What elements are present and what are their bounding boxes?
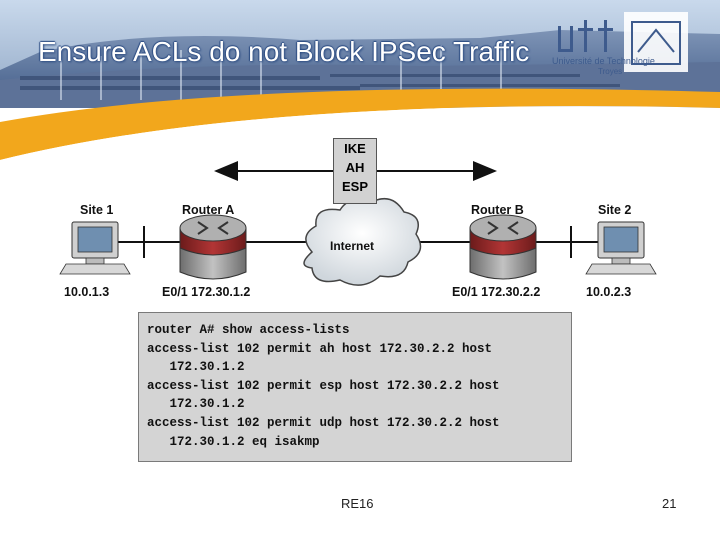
router-a-interface: E0/1 172.30.1.2: [162, 285, 251, 299]
config-line: access-list 102 permit esp host 172.30.2…: [147, 378, 500, 393]
logo-city: Troyes: [598, 67, 623, 76]
utt-logo: [558, 12, 688, 72]
protocol-esp: ESP: [341, 179, 368, 194]
site2-label: Site 2: [598, 203, 632, 217]
protocol-ah: AH: [345, 160, 365, 175]
site1-computer-icon: [59, 221, 131, 275]
config-line: access-list 102 permit udp host 172.30.2…: [147, 415, 500, 430]
router-b-icon: [469, 214, 537, 280]
config-listing: router A# show access-lists access-list …: [139, 313, 571, 451]
config-line: router A# show access-lists: [147, 323, 350, 337]
site2-computer-icon: [585, 221, 657, 275]
orange-swoosh: [0, 88, 720, 170]
footer-label: RE16: [341, 496, 374, 511]
protocol-box: IKE AH ESP: [333, 138, 377, 204]
config-line: 172.30.1.2 eq isakmp: [147, 434, 320, 449]
router-a-label: Router A: [182, 203, 235, 217]
slide-title: Ensure ACLs do not Block IPSec Traffic: [38, 36, 530, 67]
internet-label: Internet: [330, 239, 375, 253]
site2-ip: 10.0.2.3: [586, 285, 632, 299]
router-a-icon: [179, 214, 247, 280]
config-line: access-list 102 permit ah host 172.30.2.…: [147, 341, 493, 356]
page-number: 21: [662, 496, 677, 511]
logo-name: Université de Technologie: [552, 56, 655, 66]
config-line: 172.30.1.2: [147, 360, 245, 375]
router-b-label: Router B: [471, 203, 524, 217]
router-b-interface: E0/1 172.30.2.2: [452, 285, 541, 299]
internet-cloud-icon: [303, 197, 422, 286]
config-panel: router A# show access-lists access-list …: [138, 312, 572, 462]
site1-label: Site 1: [80, 203, 114, 217]
site1-ip: 10.0.1.3: [64, 285, 110, 299]
protocol-ike: IKE: [344, 141, 366, 156]
config-line: 172.30.1.2: [147, 397, 245, 412]
